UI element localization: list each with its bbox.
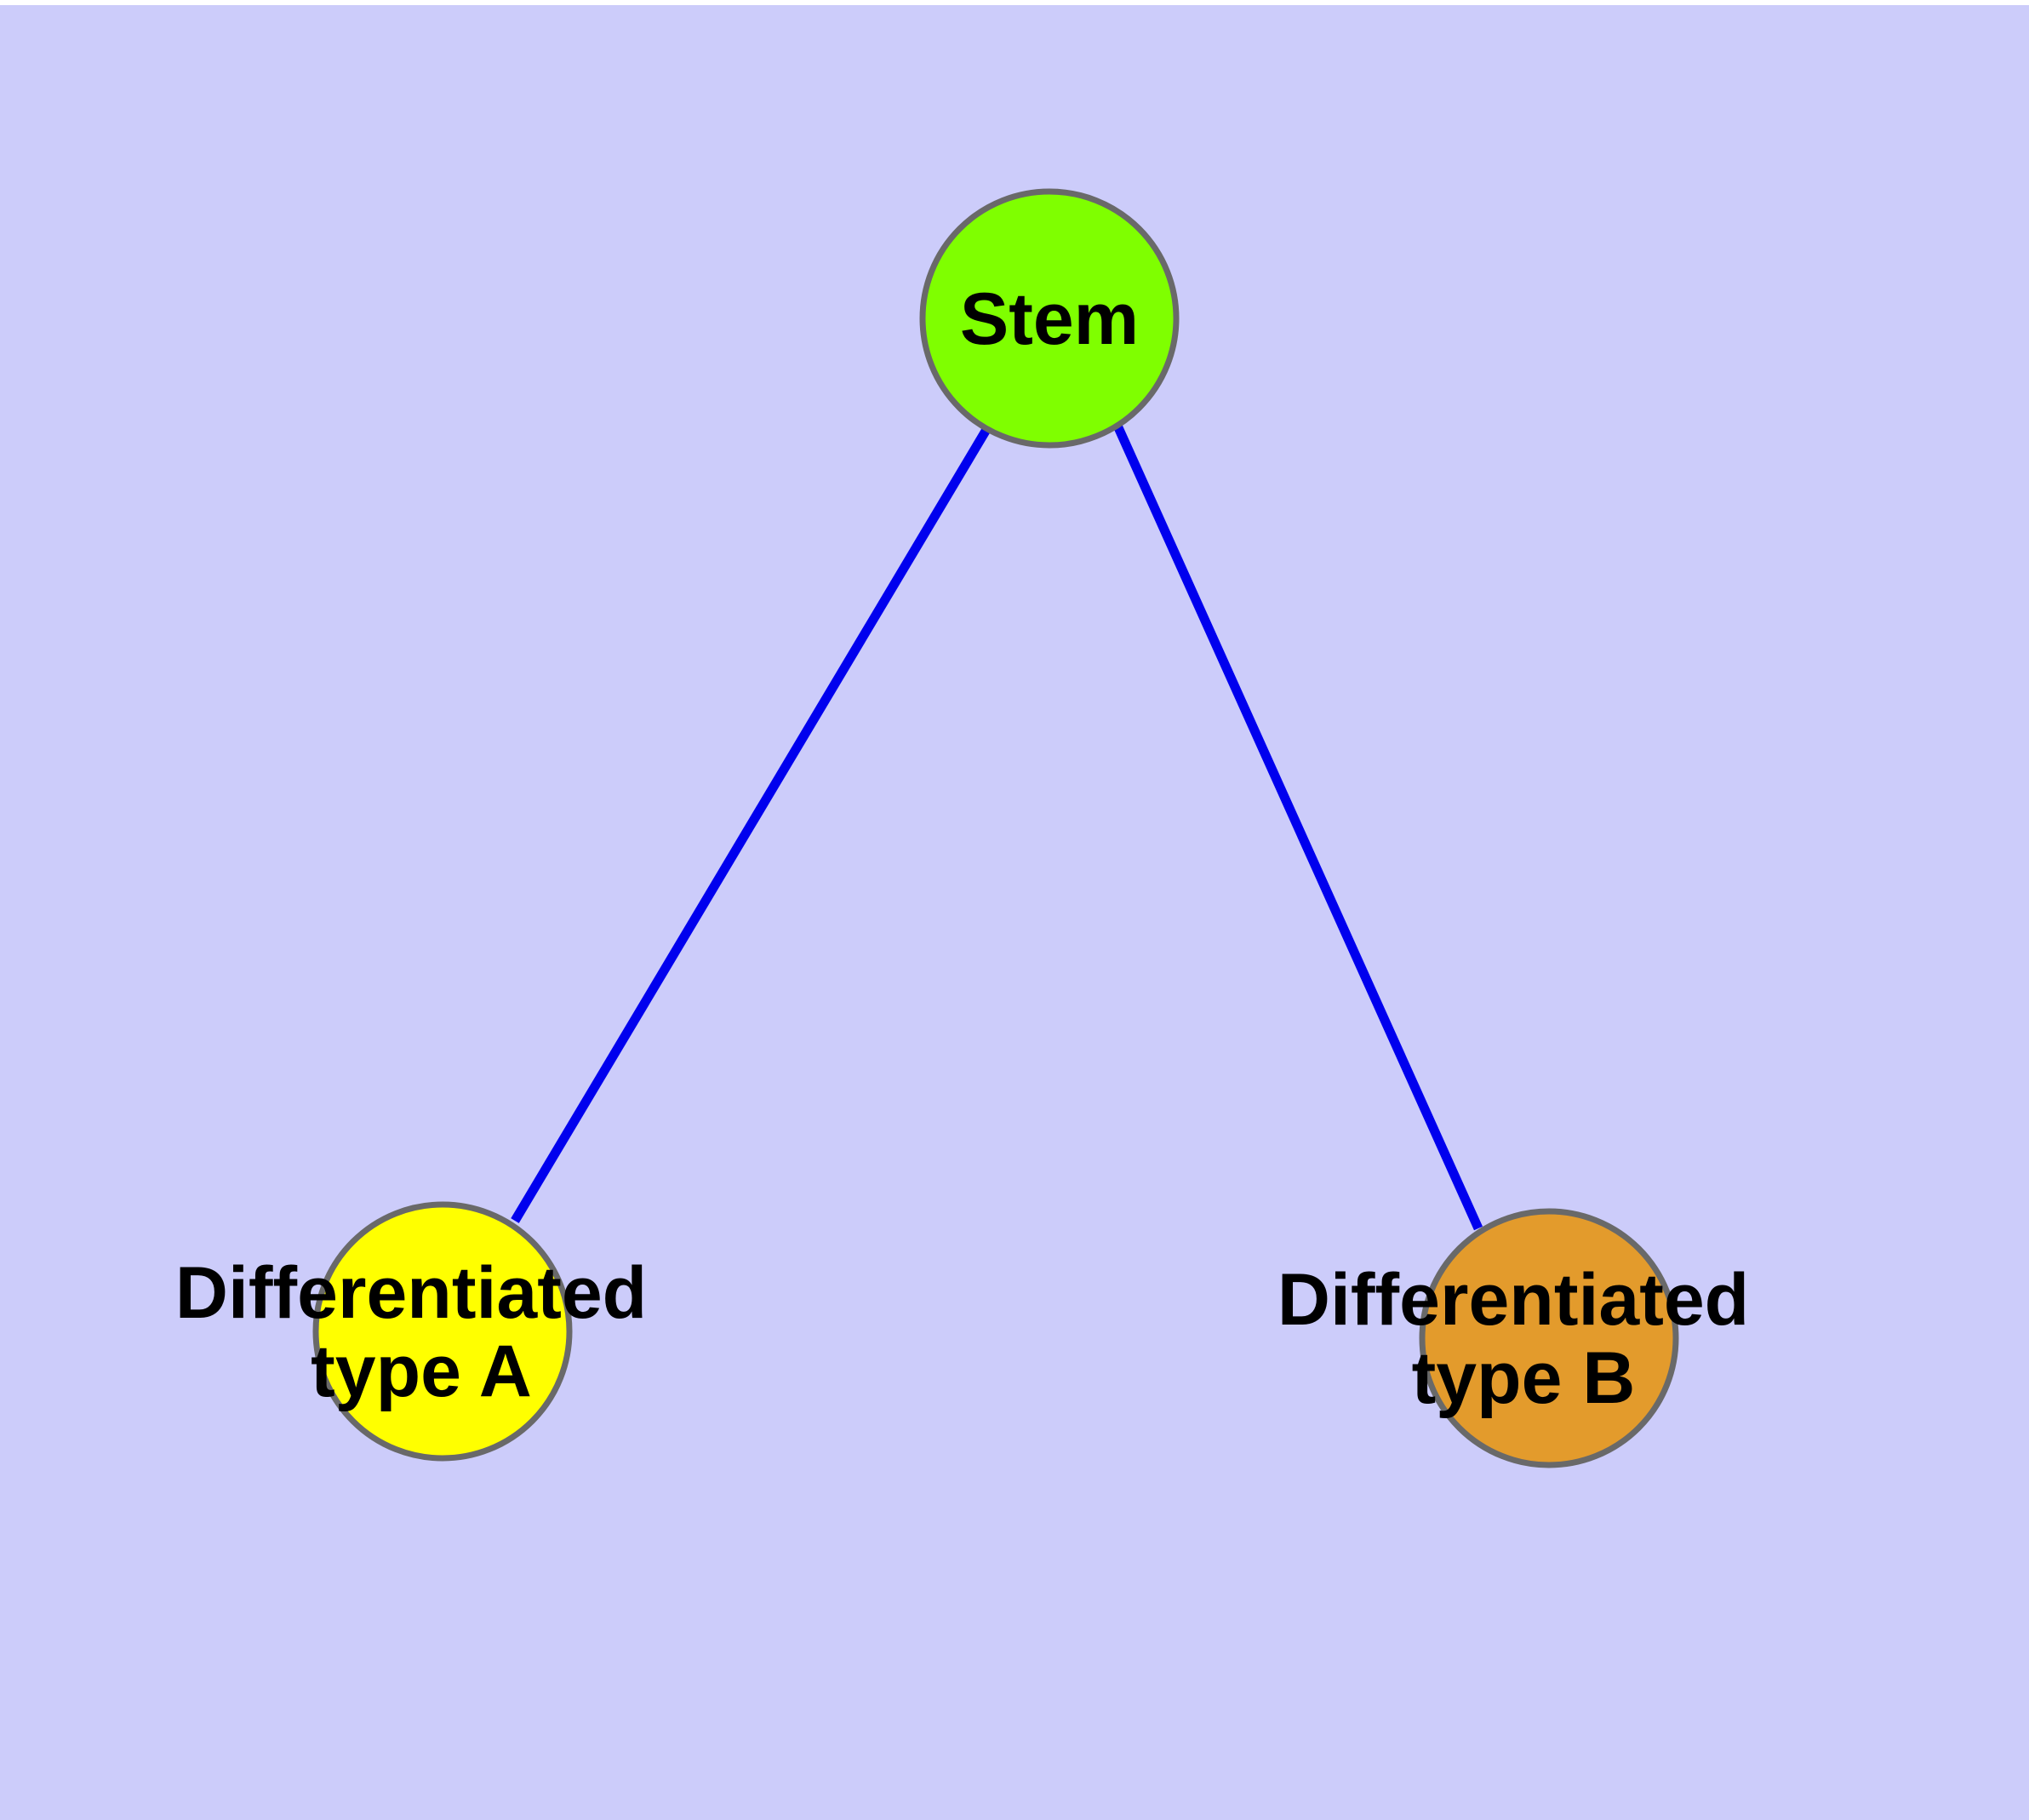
node-stem[interactable]: Stem <box>919 188 1180 449</box>
node-differentiated-type-a-label: Differentiated type A <box>175 1252 667 1412</box>
node-differentiated-type-a-circle[interactable] <box>312 1201 573 1462</box>
node-differentiated-type-b-label: Differentiated type B <box>1277 1259 1769 1419</box>
node-stem-label: Stem <box>960 278 1139 360</box>
top-white-strip <box>0 0 2029 5</box>
edge-stem-to-differentiated-type-b[interactable] <box>1112 423 1483 1231</box>
node-differentiated-type-a[interactable]: Differentiated type A <box>175 1201 667 1462</box>
edge-layer <box>511 423 1483 1231</box>
node-differentiated-type-b[interactable]: Differentiated type B <box>1277 1208 1769 1468</box>
edge-stem-to-differentiated-type-a[interactable] <box>511 426 992 1223</box>
node-stem-circle[interactable] <box>919 188 1180 449</box>
node-differentiated-type-b-circle[interactable] <box>1419 1208 1679 1468</box>
